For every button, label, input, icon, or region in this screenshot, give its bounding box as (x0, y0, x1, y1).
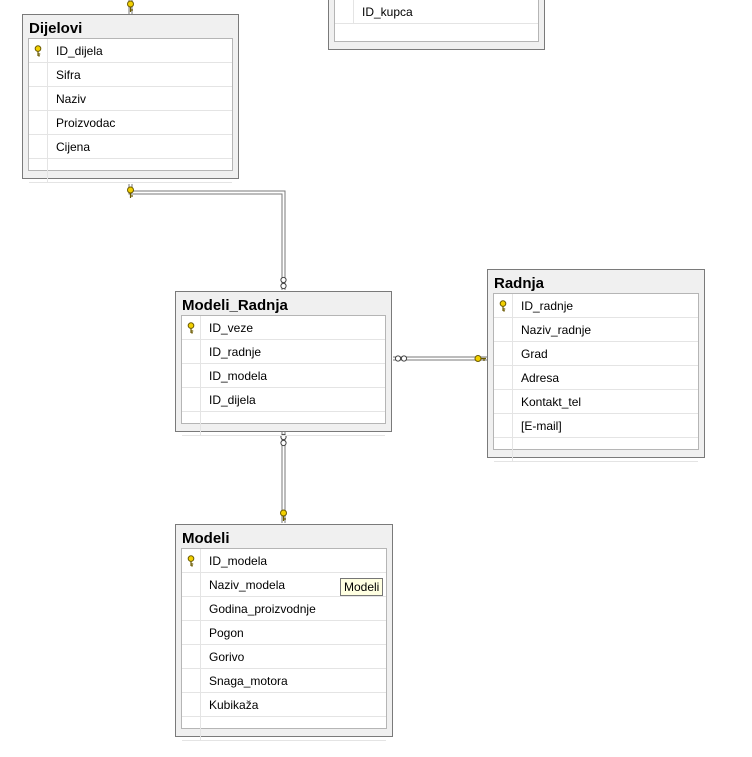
empty-row[interactable] (182, 412, 385, 436)
column-name: Naziv_modela (209, 577, 286, 592)
column-name: Sifra (56, 67, 81, 82)
key-end-icon (127, 186, 134, 194)
column-row[interactable]: Naziv_radnje (494, 318, 698, 342)
key-end-icon (280, 509, 287, 517)
infinity-end-icon (394, 355, 402, 362)
column-name: ID_kupca (362, 4, 413, 19)
column-row[interactable]: Gorivo (182, 645, 386, 669)
relationship-modeli-radnja-radnja[interactable] (393, 356, 487, 361)
column-name: [E-mail] (521, 418, 562, 433)
column-name: Godina_proizvodnje (209, 601, 316, 616)
column-name: Pogon (209, 625, 244, 640)
primary-key-icon (182, 316, 201, 339)
table-top-partial[interactable]: ID_kupca (328, 0, 545, 50)
column-name: Adresa (521, 370, 560, 385)
column-row[interactable]: ID_kupca (335, 0, 538, 24)
relationship-modeli-radnja-modeli[interactable] (281, 431, 286, 523)
column-name: Naziv_radnje (521, 322, 592, 337)
column-row[interactable]: ID_dijela (29, 39, 232, 63)
empty-row[interactable] (182, 717, 386, 741)
column-name: ID_dijela (209, 392, 256, 407)
column-row[interactable]: Pogon (182, 621, 386, 645)
column-name: ID_radnje (521, 298, 574, 313)
column-name: ID_modela (209, 553, 268, 568)
key-end-icon (474, 355, 482, 362)
column-name: ID_modela (209, 368, 268, 383)
infinity-end-icon (280, 276, 287, 284)
column-name: Proizvodac (56, 115, 116, 130)
column-name: Cijena (56, 139, 91, 154)
column-row[interactable]: ID_radnje (182, 340, 385, 364)
column-row[interactable]: Cijena (29, 135, 232, 159)
column-row[interactable]: Kubikaža (182, 693, 386, 717)
table-title: Radnja (494, 275, 545, 292)
column-row[interactable]: Godina_proizvodnje (182, 597, 386, 621)
primary-key-icon (494, 294, 513, 317)
column-row[interactable]: Kontakt_tel (494, 390, 698, 414)
column-row[interactable]: ID_modela (182, 549, 386, 573)
relationship-dijelovi-modeli-radnja[interactable] (128, 184, 286, 290)
empty-row[interactable] (494, 438, 698, 462)
column-name: Snaga_motora (209, 673, 288, 688)
column-row[interactable]: [E-mail] (494, 414, 698, 438)
column-name: ID_dijela (56, 43, 103, 58)
column-name: Naziv (56, 91, 87, 106)
tooltip: Modeli (340, 578, 384, 596)
column-row[interactable]: Proizvodac (29, 111, 232, 135)
column-row[interactable]: Naziv (29, 87, 232, 111)
primary-key-icon (182, 549, 201, 572)
column-row[interactable]: Snaga_motora (182, 669, 386, 693)
column-row[interactable]: ID_radnje (494, 294, 698, 318)
column-name: Kubikaža (209, 697, 259, 712)
table-title: Modeli (182, 530, 230, 547)
primary-key-icon (29, 39, 48, 62)
column-row[interactable]: ID_dijela (182, 388, 385, 412)
column-name: Gorivo (209, 649, 245, 664)
column-grid: ID_kupca (334, 0, 539, 42)
column-row[interactable]: Grad (494, 342, 698, 366)
column-name: ID_radnje (209, 344, 262, 359)
column-name: Kontakt_tel (521, 394, 582, 409)
column-name: Grad (521, 346, 548, 361)
column-row[interactable]: ID_modela (182, 364, 385, 388)
column-row[interactable]: ID_veze (182, 316, 385, 340)
column-name: ID_veze (209, 320, 254, 335)
key-end-icon (127, 0, 134, 8)
table-title: Modeli_Radnja (182, 297, 288, 314)
column-row[interactable]: Sifra (29, 63, 232, 87)
empty-row[interactable] (29, 159, 232, 183)
table-title: Dijelovi (29, 20, 83, 37)
column-row[interactable]: Naziv_modela (182, 573, 386, 597)
column-row[interactable]: Adresa (494, 366, 698, 390)
